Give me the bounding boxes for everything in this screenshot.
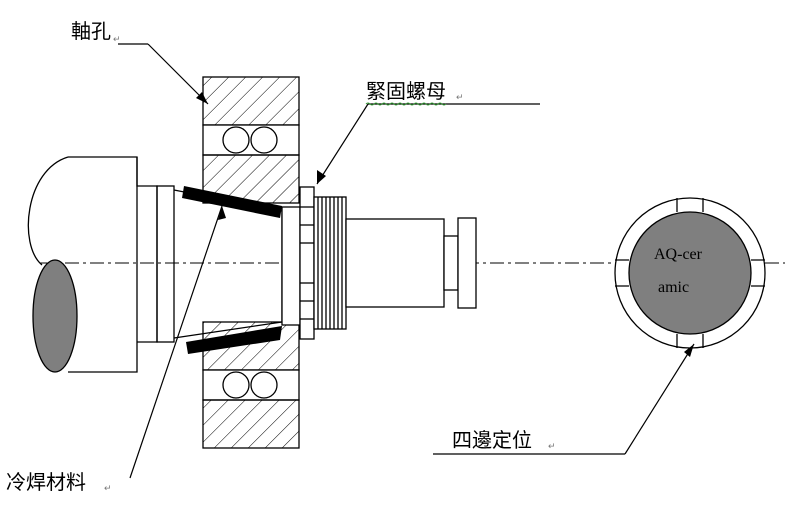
positioning-ring (614, 197, 766, 349)
shaft (27, 156, 175, 373)
paragraph-mark: ↵ (456, 92, 464, 102)
label-cold-weld-material: 冷焊材料 (6, 470, 86, 494)
cold-weld-strip-bottom (186, 326, 282, 354)
label-shaft-hole: 軸孔 (71, 19, 111, 43)
tool-shank (345, 217, 477, 309)
arrowhead-lock-nut (317, 170, 326, 184)
arrowhead-shaft-hole (196, 92, 208, 104)
cold-weld-strip-top (182, 186, 282, 218)
label-lock-nut: 緊固螺母 (366, 79, 446, 103)
leader-lines (118, 43, 695, 479)
lock-nut (281, 186, 347, 340)
spellcheck-underline (365, 102, 447, 106)
shaft-cross-section (32, 259, 78, 373)
paragraph-mark: ↵ (113, 34, 121, 44)
arrowhead-cold-weld (218, 206, 226, 220)
bearing-housing-top (202, 76, 300, 204)
bearing-housing-bottom (202, 321, 300, 449)
paragraph-mark: ↵ (104, 483, 112, 493)
label-four-side-positioning: 四邊定位 (452, 428, 532, 452)
ring-text-line1: AQ-cer (654, 246, 703, 263)
arrowhead-positioning (684, 344, 694, 357)
ring-text-line2: amic (658, 279, 689, 296)
paragraph-mark: ↵ (548, 441, 556, 451)
